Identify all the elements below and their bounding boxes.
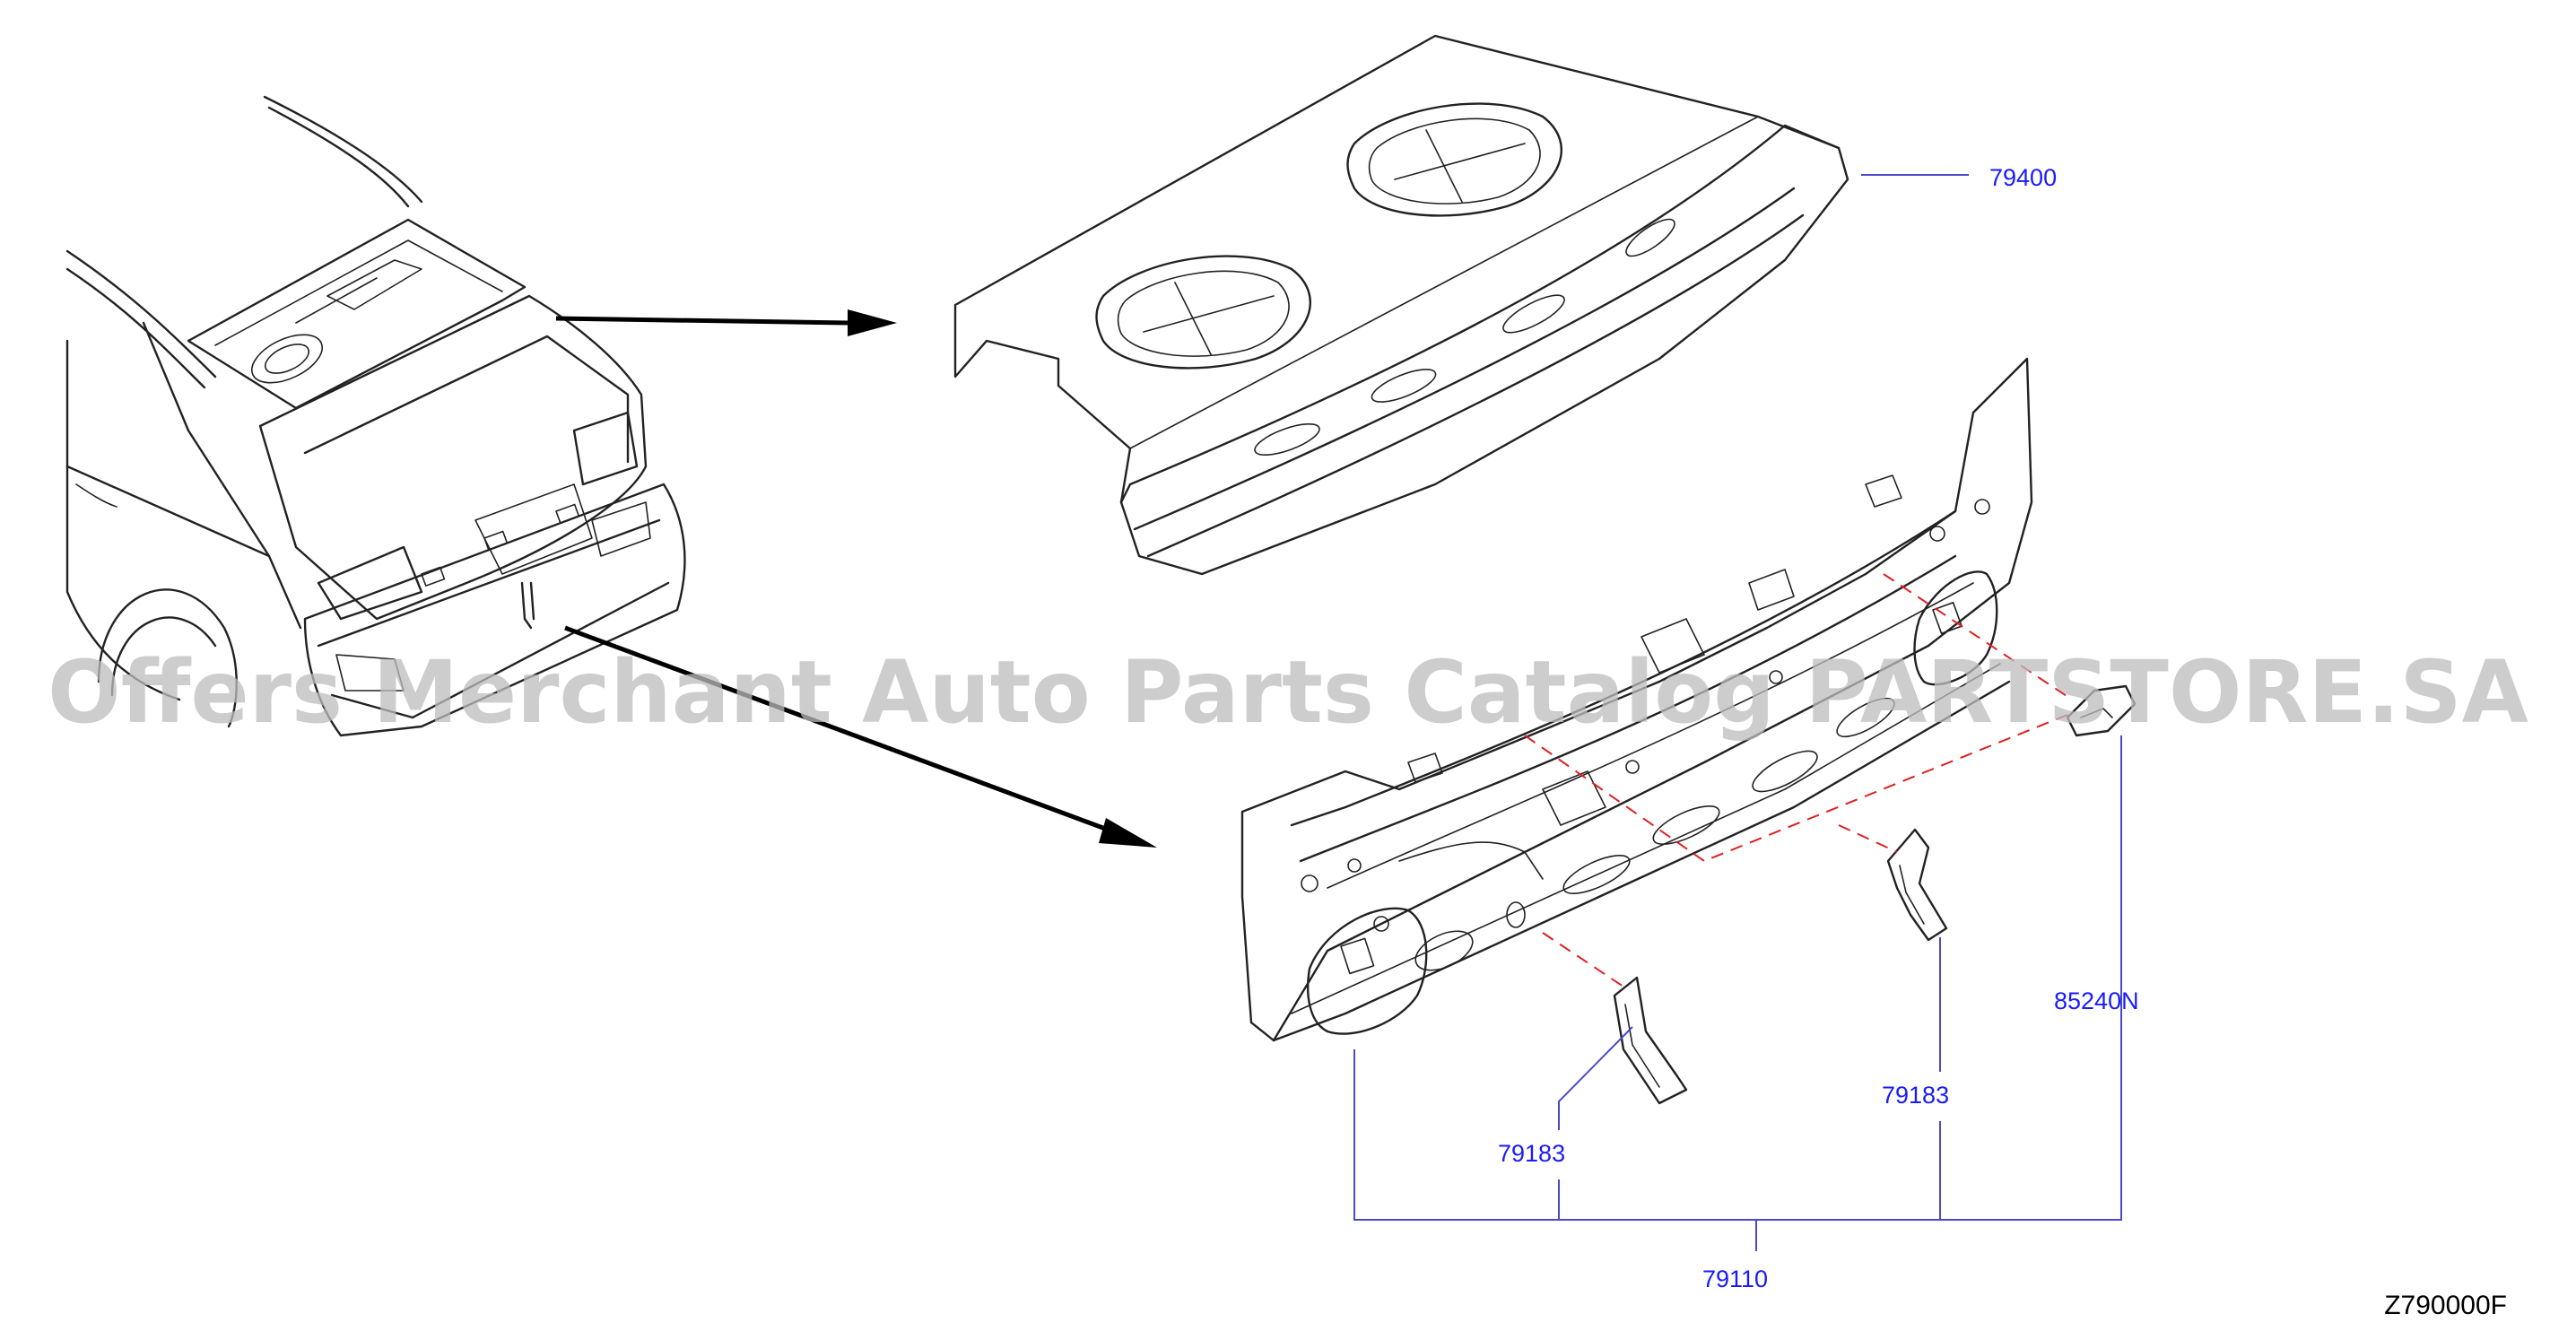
rear-parcel-shelf-illustration [953, 34, 1849, 576]
clip-85240N-illustration [2066, 684, 2137, 737]
car-rear-view-illustration [65, 95, 686, 737]
shelf-round-cover-right [1346, 102, 1562, 217]
part-number-85240N[interactable]: 85240N [2054, 987, 2139, 1014]
bracket-79183-right-illustration [1886, 828, 1948, 942]
part-number-79110[interactable]: 79110 [1702, 1266, 1768, 1292]
fitment-dash-lines [1524, 573, 2073, 987]
part-number-79183-right[interactable]: 79183 [1882, 1082, 1949, 1109]
arrow-to-rear-panel [564, 625, 1157, 848]
leader-lines [1353, 174, 2122, 1251]
part-number-79183-left[interactable]: 79183 [1498, 1140, 1565, 1167]
shelf-round-cover-left [1095, 255, 1311, 370]
diagram-code: Z790000F [2384, 1291, 2507, 1320]
part-number-79400[interactable]: 79400 [1989, 164, 2057, 191]
watermark-text: Offers Merchant Auto Parts Catalog PARTS… [48, 642, 2528, 743]
arrow-to-rear-parcel-shelf [555, 309, 897, 336]
rear-panel-assembly-illustration [1240, 357, 2033, 1042]
bracket-79183-left-illustration [1613, 976, 1688, 1105]
